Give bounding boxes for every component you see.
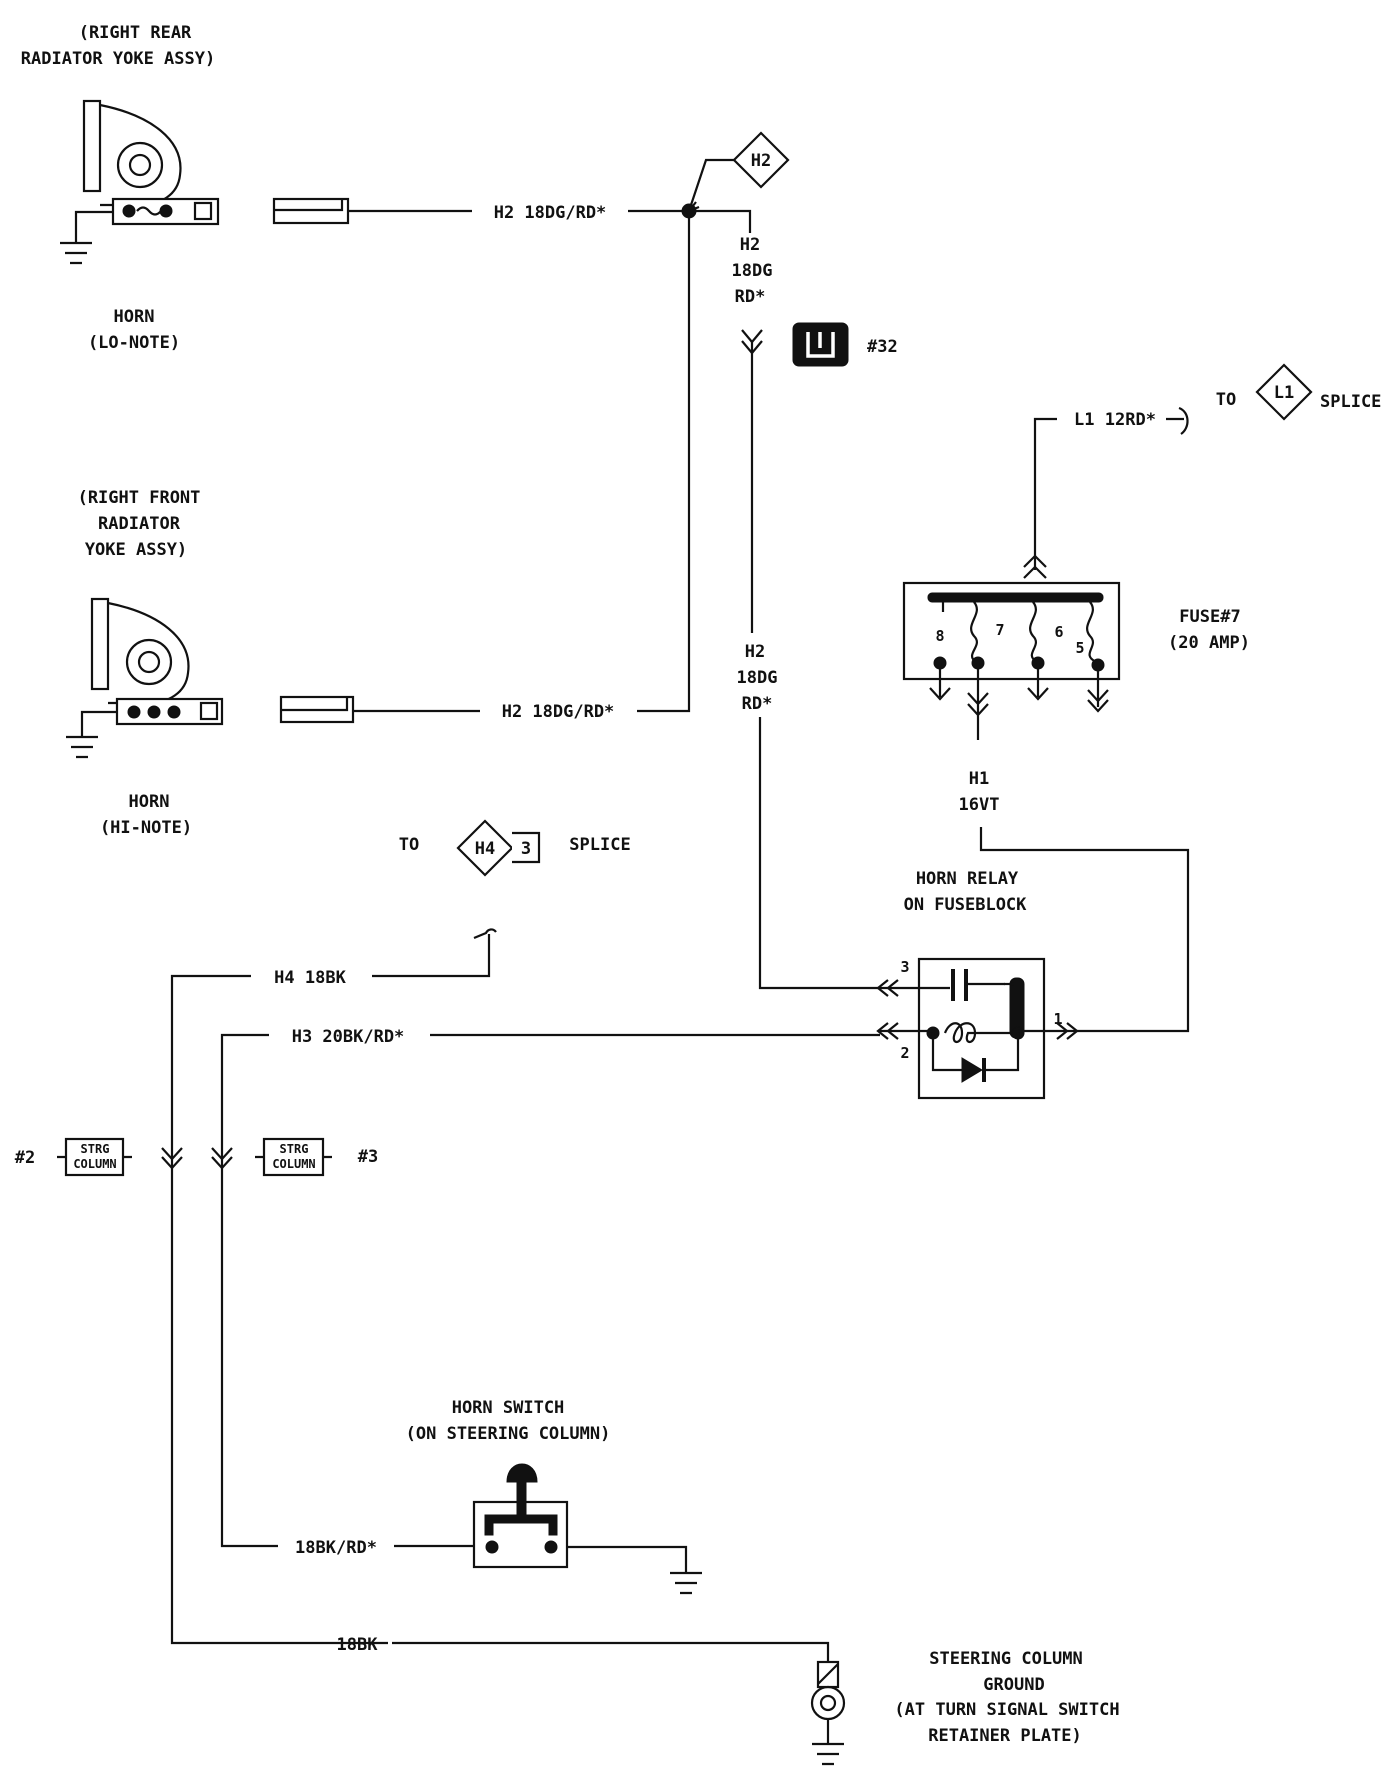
rear-horn-location-line1: (RIGHT REAR (79, 23, 192, 43)
fuse-out-wire-label-2: 16VT (959, 795, 1000, 815)
relay-pin-2: 2 (900, 1044, 909, 1062)
fuse-out-wire (979, 827, 1190, 1033)
h4-id: H4 (475, 839, 495, 859)
fuse-rating: (20 AMP) (1168, 633, 1250, 653)
fuse-feed-to: TO (1216, 390, 1236, 410)
h4-to: TO (399, 835, 419, 855)
horn-switch: HORN SWITCH (ON STEERING COLUMN) 18BK/RD… (295, 1398, 702, 1595)
lower-wire-label-3: RD* (742, 694, 773, 714)
h3-wire-label: H3 20BK/RD* (292, 1027, 405, 1047)
horn-icon (90, 597, 224, 726)
fuse-feed-splice-text: SPLICE (1320, 392, 1381, 412)
splice-h2-id: H2 (751, 151, 771, 171)
h4-tab (512, 831, 541, 864)
fuse-bus-bar (927, 592, 1104, 603)
relay-coil (943, 1022, 1010, 1044)
strg-ref-3: #3 (358, 1147, 378, 1167)
front-horn-location-line3: YOKE ASSY) (85, 540, 187, 560)
h3-wire: H3 20BK/RD* (220, 1027, 880, 1548)
h4-splice-text: SPLICE (569, 835, 630, 855)
h4-num: 3 (521, 839, 531, 859)
rear-horn-name: HORN (114, 307, 155, 327)
strg-line1-2: STRG (81, 1142, 110, 1156)
horn-icon (82, 99, 220, 226)
front-horn-note: (HI-NOTE) (100, 818, 192, 838)
rear-horn-wire-label: H2 18DG/RD* (494, 203, 607, 223)
rear-horn-note: (LO-NOTE) (88, 333, 180, 353)
ground-wire-label: 18BK (337, 1635, 379, 1655)
splice-wire-label-2: 18DG (732, 261, 773, 281)
horn-switch-line1: HORN SWITCH (452, 1398, 565, 1418)
fuse-out-wire-label-1: H1 (969, 769, 989, 789)
h4-wire: H4 18BK (170, 968, 388, 1645)
ground-location-line2: GROUND (983, 1675, 1044, 1695)
fuse-cavity-7: 7 (995, 621, 1004, 639)
ground-location-line3: (AT TURN SIGNAL SWITCH (894, 1700, 1119, 1720)
strg-column-connector-3: STRG COLUMN #3 (211, 1137, 378, 1177)
relay-diode (961, 1057, 983, 1083)
splice-vertical-wire (637, 211, 691, 713)
horn-button-icon (484, 1463, 558, 1536)
rear-horn-location-line2: RADIATOR YOKE ASSY) (21, 49, 215, 69)
splice-h2-diamond (732, 131, 790, 189)
strg-line2-3: COLUMN (272, 1157, 315, 1171)
splice-wire-label-3: RD* (735, 287, 766, 307)
front-horn: (RIGHT FRONT RADIATOR YOKE ASSY) HORN (H… (66, 488, 614, 838)
fuse-cavity-5: 5 (1075, 639, 1084, 657)
horn-relay: HORN RELAY ON FUSEBLOCK 3 2 1 (876, 869, 1079, 1100)
fuse-feed-splice-id: L1 (1274, 383, 1294, 403)
switch-wire-label: 18BK/RD* (295, 1538, 377, 1558)
ground-icon (812, 1742, 844, 1766)
relay-pin3-wire (758, 717, 880, 990)
fuse-cavity-8: 8 (935, 627, 944, 645)
front-horn-name: HORN (129, 792, 170, 812)
strg-line1-3: STRG (280, 1142, 309, 1156)
fuse-7: L1 12RD* TO L1 SPLICE 8 7 6 5 FUSE#7 (20… (902, 363, 1381, 1033)
steering-column-ground: 18BK STEERING COLUMN GROUND (AT TURN SIG… (337, 1635, 1120, 1766)
relay-name-line1: HORN RELAY (916, 869, 1019, 889)
h4-break (372, 928, 497, 978)
lower-wire-label-1: H2 (745, 642, 765, 662)
connector-32-ref: #32 (867, 337, 898, 357)
front-horn-location-line2: RADIATOR (98, 514, 181, 534)
rear-horn: (RIGHT REAR RADIATOR YOKE ASSY) HORN (LO… (21, 23, 689, 353)
lower-wire-label-2: 18DG (737, 668, 778, 688)
horn-switch-line2: (ON STEERING COLUMN) (406, 1424, 611, 1444)
connector-32-icon (792, 322, 849, 367)
relay-name-line2: ON FUSEBLOCK (904, 895, 1028, 915)
fuse-feed-splice-diamond (1255, 363, 1313, 421)
fuse-cavity-6: 6 (1054, 623, 1063, 641)
relay-pin-3: 3 (900, 958, 909, 976)
strg-ref-2: #2 (15, 1148, 35, 1168)
splice-h2: H2 H2 18DG RD* #32 H2 18DG RD* (637, 131, 898, 990)
fuse-feed-wire-label: L1 12RD* (1074, 410, 1156, 430)
fuse-feed-wire (1033, 417, 1057, 570)
ground-eyelet (810, 1685, 846, 1721)
front-horn-wire-label: H2 18DG/RD* (502, 702, 615, 722)
splice-wire-label-1: H2 (740, 235, 760, 255)
ground-icon (60, 210, 113, 265)
relay-pin-1: 1 (1053, 1010, 1062, 1028)
ground-icon (66, 710, 117, 759)
strg-line2-2: COLUMN (73, 1157, 116, 1171)
fuse-feed-break (1166, 406, 1189, 435)
front-horn-location-line1: (RIGHT FRONT (78, 488, 201, 508)
fuse-name: FUSE#7 (1179, 607, 1240, 627)
ground-location-line4: RETAINER PLATE) (928, 1726, 1082, 1746)
ground-location-line1: STEERING COLUMN (929, 1649, 1083, 1669)
h4-splice: TO H4 3 SPLICE (372, 819, 631, 978)
h4-wire-label: H4 18BK (274, 968, 346, 988)
h4-diamond (456, 819, 514, 877)
relay-body (917, 957, 1046, 1100)
strg-column-connector-2: #2 STRG COLUMN (15, 1137, 183, 1177)
ground-icon (670, 1571, 702, 1595)
